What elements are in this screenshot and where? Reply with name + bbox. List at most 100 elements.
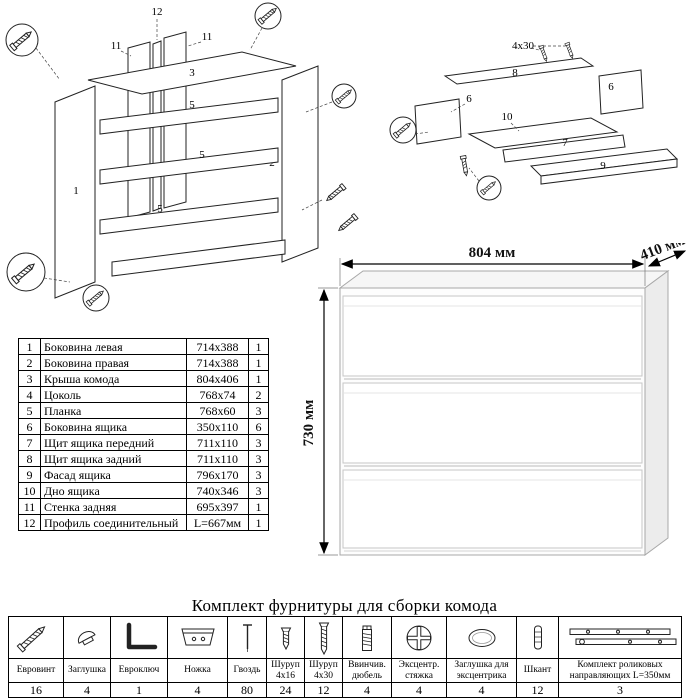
part-label-back-right: 11 — [202, 31, 213, 43]
part-size: 714x388 — [186, 338, 249, 355]
part-name: Боковина левая — [40, 338, 187, 355]
drawer-front-shield — [502, 134, 626, 163]
hex-key-icon — [126, 622, 157, 649]
part-size: 695x397 — [186, 498, 249, 515]
parts-row: 4 Цоколь 768x74 2 — [18, 386, 269, 403]
parts-row: 9 Фасад ящика 796x170 3 — [18, 466, 269, 483]
part-name: Дно ящика — [40, 482, 187, 499]
parts-row: 2 Боковина правая 714x388 1 — [18, 354, 269, 371]
part-qty: 2 — [248, 386, 269, 403]
confirmat-screw-icon — [16, 625, 45, 653]
hw-icon-cell-foot — [168, 617, 228, 659]
part-qty: 3 — [248, 482, 269, 499]
leader-line — [530, 47, 540, 51]
leader-line — [43, 277, 71, 283]
hw-qty: 12 — [517, 683, 559, 698]
part-name: Крыша комода — [40, 370, 187, 387]
hw-name: Шкант — [517, 659, 559, 683]
part-qty: 1 — [248, 354, 269, 371]
part-size: 711x110 — [186, 434, 249, 451]
hw-icon-cell-screw-4x16 — [267, 617, 305, 659]
parts-table: 1 Боковина левая 714x388 1 2 Боковина пр… — [18, 338, 269, 531]
drawer-front-1 — [342, 295, 643, 377]
hw-qty: 12 — [305, 683, 343, 698]
cam-lock-icon — [406, 625, 431, 650]
hw-name: Евроключ — [111, 659, 168, 683]
part-number: 1 — [18, 338, 41, 355]
side-panel-left — [54, 85, 96, 299]
leader-line — [414, 131, 430, 135]
part-label-drawer-side-right: 6 — [608, 81, 614, 93]
hw-icon-cell-cam-lock — [392, 617, 447, 659]
hw-name: Эксцентр. стяжка — [392, 659, 447, 683]
hw-icon-cell-screw-4x30 — [305, 617, 343, 659]
part-label-profile: 12 — [152, 6, 163, 18]
hw-icon-cell-confirmat — [9, 617, 64, 659]
part-number: 10 — [18, 482, 41, 499]
hw-qty: 4 — [168, 683, 228, 698]
hw-icon-cell-roller-slides — [559, 617, 682, 659]
part-label-plank-3: 5 — [157, 203, 163, 215]
dresser-side-face — [644, 270, 669, 556]
plinth-board — [111, 239, 286, 277]
parts-row: 12 Профиль соединительный L=667мм 1 — [18, 514, 269, 531]
part-size: L=667мм — [186, 514, 249, 531]
part-size: 740x346 — [186, 482, 249, 499]
part-label-top-panel: 3 — [189, 67, 195, 79]
screw-4x30-icon — [318, 622, 329, 655]
dresser-dimension-drawing: 804 мм 410 мм 730 мм — [301, 243, 687, 556]
parts-row: 8 Щит ящика задний 711x110 3 — [18, 450, 269, 467]
hw-icon-cell-cap — [64, 617, 111, 659]
hardware-icon-row — [9, 617, 682, 659]
hw-name: Гвоздь — [228, 659, 267, 683]
hw-name: Комплект роликовых направляющих L=350мм — [559, 659, 682, 683]
part-size: 714x388 — [186, 354, 249, 371]
part-label-plank-1: 5 — [189, 99, 195, 111]
part-size: 768x60 — [186, 402, 249, 419]
drawer-front-3 — [342, 469, 643, 549]
hw-icon-cell-cam-cap — [447, 617, 517, 659]
parts-row: 6 Боковина ящика 350x110 6 — [18, 418, 269, 435]
screw-size-label: 4x30 — [512, 40, 535, 52]
parts-row: 1 Боковина левая 714x388 1 — [18, 338, 269, 355]
wood-dowel-icon — [533, 625, 542, 649]
hw-qty: 1 — [111, 683, 168, 698]
part-label-plank-2: 5 — [199, 149, 205, 161]
hardware-name-row: Евровинт Заглушка Евроключ Ножка Гвоздь … — [9, 659, 682, 683]
hw-icon-cell-hexkey — [111, 617, 168, 659]
hw-qty: 4 — [343, 683, 392, 698]
hw-icon-cell-wood-dowel — [517, 617, 559, 659]
height-dimension-label: 730 мм — [301, 400, 317, 447]
drawer-side-right — [598, 69, 644, 115]
leader-line — [120, 50, 132, 57]
plank-3 — [99, 197, 279, 235]
hw-name: Евровинт — [9, 659, 64, 683]
drawer-bottom — [467, 117, 619, 149]
depth-dimension-arrow — [647, 250, 687, 267]
part-name: Фасад ящика — [40, 466, 187, 483]
frame-exploded-diagram: 12 11 11 3 1 2 5 5 5 — [5, 2, 359, 312]
hw-qty: 16 — [9, 683, 64, 698]
parts-row: 7 Щит ящика передний 711x110 3 — [18, 434, 269, 451]
part-label-drawer-front: 7 — [562, 137, 568, 149]
part-label-back-left: 11 — [111, 40, 122, 52]
part-name: Щит ящика задний — [40, 450, 187, 467]
hw-qty: 4 — [64, 683, 111, 698]
part-size: 804x406 — [186, 370, 249, 387]
parts-row: 10 Дно ящика 740x346 3 — [18, 482, 269, 499]
hw-name: Шуруп 4х16 — [267, 659, 305, 683]
screw-4x16-icon — [280, 627, 291, 650]
nail-icon — [242, 623, 252, 652]
part-name: Щит ящика передний — [40, 434, 187, 451]
confirmat-screw-glyph — [336, 213, 359, 234]
drawer-front-2 — [342, 382, 643, 464]
drawer-side-left — [414, 98, 462, 145]
hw-qty: 4 — [447, 683, 517, 698]
hw-qty: 24 — [267, 683, 305, 698]
drawer-exploded-diagram: 8 4x30 6 6 10 7 9 — [389, 40, 679, 201]
part-name: Боковина ящика — [40, 418, 187, 435]
part-qty: 3 — [248, 450, 269, 467]
part-number: 4 — [18, 386, 41, 403]
screw-glyph — [538, 44, 550, 63]
